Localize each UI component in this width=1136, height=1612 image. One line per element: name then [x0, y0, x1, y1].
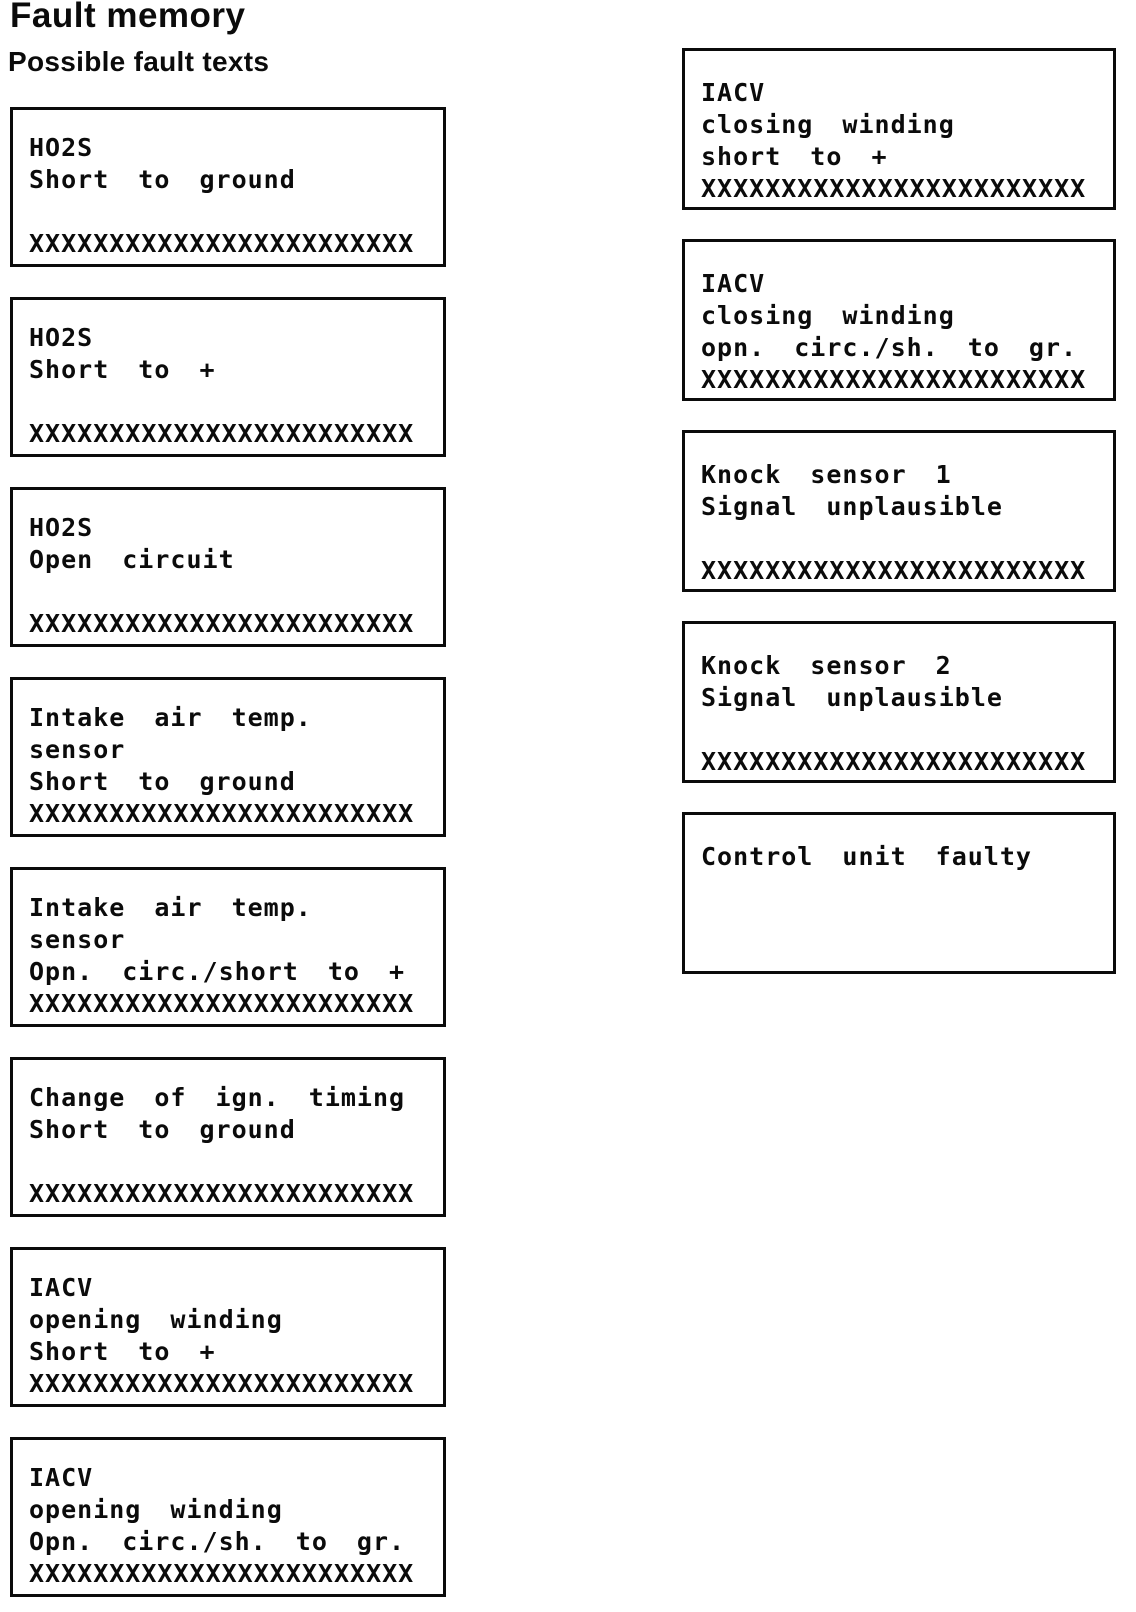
fault-text-line: Opn. circ./short to +: [29, 957, 406, 986]
fault-text-line: Knock sensor 1: [701, 460, 952, 489]
fault-text-line: opn. circ./sh. to gr.: [701, 333, 1078, 362]
fault-text-line: closing winding: [701, 301, 955, 330]
fault-text-line: HO2S: [29, 323, 94, 352]
fault-placeholder-line: XXXXXXXXXXXXXXXXXXXXXXXX: [701, 747, 1087, 776]
fault-text-line: HO2S: [29, 133, 94, 162]
page-subtitle: Possible fault texts: [8, 46, 270, 77]
fault-placeholder-line: XXXXXXXXXXXXXXXXXXXXXXXX: [29, 1559, 415, 1588]
fault-text-line: [701, 905, 1105, 937]
fault-box-ign-timing-short-to-ground: Change of ign. timing Short to ground XX…: [10, 1057, 446, 1217]
fault-text-line: opening winding: [29, 1305, 283, 1334]
fault-text-line: Signal unplausible: [701, 492, 1003, 521]
fault-text-line: sensor: [29, 925, 126, 954]
fault-text-line: IACV: [29, 1463, 94, 1492]
fault-text-line: Signal unplausible: [701, 683, 1003, 712]
fault-text-line: Intake air temp.: [29, 893, 312, 922]
fault-box-iacv-opening-short-to-plus: IACV opening winding Short to + XXXXXXXX…: [10, 1247, 446, 1407]
fault-text-line: Short to +: [29, 1337, 216, 1366]
fault-text-line: Change of ign. timing: [29, 1083, 406, 1112]
fault-text-line: Open circuit: [29, 545, 235, 574]
fault-box-ho2s-open-circuit: HO2S Open circuit XXXXXXXXXXXXXXXXXXXXXX…: [10, 487, 446, 647]
fault-placeholder-line: XXXXXXXXXXXXXXXXXXXXXXXX: [29, 229, 415, 258]
fault-text-line: IACV: [701, 78, 766, 107]
fault-placeholder-line: XXXXXXXXXXXXXXXXXXXXXXXX: [701, 174, 1087, 203]
fault-placeholder-line: XXXXXXXXXXXXXXXXXXXXXXXX: [29, 1369, 415, 1398]
fault-text-line: Intake air temp.: [29, 703, 312, 732]
fault-text-line: IACV: [29, 1273, 94, 1302]
fault-placeholder-line: XXXXXXXXXXXXXXXXXXXXXXXX: [701, 556, 1087, 585]
fault-text-line: [701, 873, 1105, 905]
fault-placeholder-line: XXXXXXXXXXXXXXXXXXXXXXXX: [29, 799, 415, 828]
fault-placeholder-line: XXXXXXXXXXXXXXXXXXXXXXXX: [29, 1179, 415, 1208]
fault-text-line: [701, 714, 1105, 746]
fault-box-ho2s-short-to-plus: HO2S Short to + XXXXXXXXXXXXXXXXXXXXXXXX: [10, 297, 446, 457]
fault-text-line: opening winding: [29, 1495, 283, 1524]
fault-text-line: [701, 937, 1105, 969]
fault-box-intake-air-temp-short-to-ground: Intake air temp. sensor Short to ground …: [10, 677, 446, 837]
page-title: Fault memory: [10, 0, 246, 35]
fault-placeholder-line: XXXXXXXXXXXXXXXXXXXXXXXX: [701, 365, 1087, 394]
fault-text-line: Short to ground: [29, 767, 296, 796]
fault-placeholder-line: XXXXXXXXXXXXXXXXXXXXXXXX: [29, 609, 415, 638]
fault-box-ho2s-short-to-ground: HO2S Short to ground XXXXXXXXXXXXXXXXXXX…: [10, 107, 446, 267]
fault-text-line: Short to +: [29, 355, 216, 384]
fault-column-left: HO2S Short to ground XXXXXXXXXXXXXXXXXXX…: [10, 107, 446, 1612]
fault-text-line: Short to ground: [29, 1115, 296, 1144]
fault-text-line: Control unit faulty: [701, 842, 1032, 871]
fault-box-intake-air-temp-open-circuit: Intake air temp. sensor Opn. circ./short…: [10, 867, 446, 1027]
fault-text-line: [29, 196, 435, 228]
fault-text-line: [29, 576, 435, 608]
fault-placeholder-line: XXXXXXXXXXXXXXXXXXXXXXXX: [29, 989, 415, 1018]
fault-box-iacv-closing-short-to-plus: IACV closing winding short to + XXXXXXXX…: [682, 48, 1116, 210]
fault-text-line: [29, 1146, 435, 1178]
fault-box-iacv-closing-open-circuit: IACV closing winding opn. circ./sh. to g…: [682, 239, 1116, 401]
fault-box-knock-sensor-1: Knock sensor 1 Signal unplausible XXXXXX…: [682, 430, 1116, 592]
fault-text-line: [29, 386, 435, 418]
fault-text-line: Short to ground: [29, 165, 296, 194]
fault-text-line: Opn. circ./sh. to gr.: [29, 1527, 406, 1556]
fault-text-line: closing winding: [701, 110, 955, 139]
fault-text-line: short to +: [701, 142, 888, 171]
fault-column-right: IACV closing winding short to + XXXXXXXX…: [682, 48, 1116, 1003]
fault-text-line: HO2S: [29, 513, 94, 542]
fault-text-line: Knock sensor 2: [701, 651, 952, 680]
fault-box-iacv-opening-open-circuit: IACV opening winding Opn. circ./sh. to g…: [10, 1437, 446, 1597]
fault-text-line: [701, 523, 1105, 555]
fault-text-line: IACV: [701, 269, 766, 298]
fault-placeholder-line: XXXXXXXXXXXXXXXXXXXXXXXX: [29, 419, 415, 448]
fault-text-line: sensor: [29, 735, 126, 764]
fault-box-control-unit-faulty: Control unit faulty: [682, 812, 1116, 974]
fault-box-knock-sensor-2: Knock sensor 2 Signal unplausible XXXXXX…: [682, 621, 1116, 783]
